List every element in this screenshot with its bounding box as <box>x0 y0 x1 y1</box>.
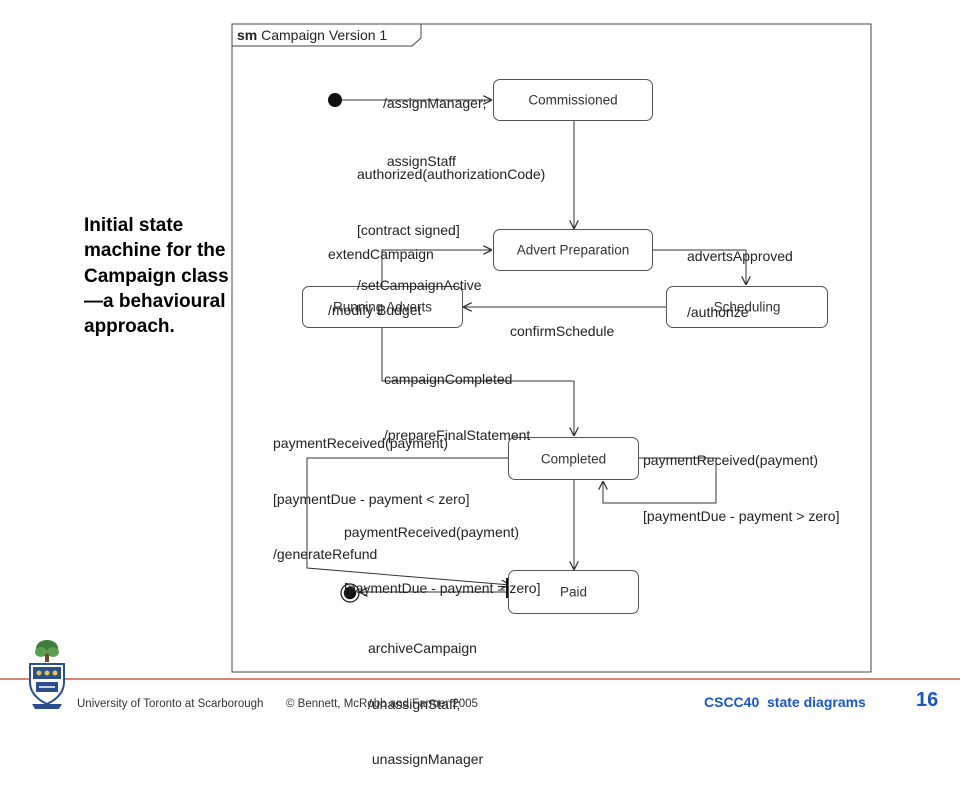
state-running-adverts[interactable]: Running Adverts <box>302 286 463 328</box>
transition-campaign-completed <box>381 328 574 436</box>
frame-border <box>231 23 872 673</box>
label-exact: paymentReceived(payment) [paymentDue - p… <box>344 486 541 616</box>
label-initial: /assignManager; assignStaff <box>383 57 487 189</box>
label-line: /prepareFinalStatement <box>384 426 531 443</box>
transition-approved <box>653 249 746 285</box>
state-label: Scheduling <box>713 299 781 315</box>
state-label: Paid <box>559 584 588 600</box>
label-line: /modify Budget <box>328 301 422 318</box>
label-line: advertsApproved <box>687 248 793 264</box>
frame-tab-label: sm Campaign Version 1 <box>237 27 387 43</box>
label-line: [paymentDue - payment < zero] <box>273 490 470 507</box>
frame-tab-outline <box>232 24 422 47</box>
label-line: paymentReceived(payment) <box>643 452 819 468</box>
state-diagram-canvas <box>0 23 960 680</box>
initial-state-icon <box>328 93 342 107</box>
state-label: Advert Preparation <box>516 242 630 258</box>
footer-page-number: 16 <box>916 689 939 711</box>
label-line: archiveCampaign <box>368 640 477 656</box>
state-label: Completed <box>540 451 607 466</box>
state-commissioned[interactable]: Commissioned <box>493 79 653 121</box>
label-line: /assignManager; <box>383 95 487 111</box>
label-line: extendCampaign <box>328 246 434 262</box>
footer-copyright: © Bennett, McRobb and Farmer 2005 <box>286 698 478 710</box>
label-line: /unassignStaff; <box>368 695 461 712</box>
label-line: campaignCompleted <box>384 371 513 387</box>
state-completed[interactable]: Completed <box>508 437 639 480</box>
label-line: /authorize <box>687 303 749 320</box>
label-authorized: authorized(authorizationCode) [contract … <box>357 128 545 313</box>
label-line: unassignManager <box>368 751 484 767</box>
label-line: [paymentDue - payment > zero] <box>643 507 840 524</box>
label-line: [paymentDue - payment = zero] <box>344 579 541 596</box>
label-archive: archiveCampaign /unassignStaff; unassign… <box>368 602 483 787</box>
label-line: /setCampaignActive <box>357 277 482 293</box>
transition-extend <box>381 250 492 286</box>
state-advert-preparation[interactable]: Advert Preparation <box>493 229 653 271</box>
label-line: confirmSchedule <box>510 323 615 339</box>
label-partial: paymentReceived(payment) [paymentDue - p… <box>643 414 840 544</box>
label-line: authorized(authorizationCode) <box>357 166 546 182</box>
label-line: /generateRefund <box>273 546 378 562</box>
transition-refund <box>306 457 510 585</box>
university-crest-icon <box>29 640 65 709</box>
frame-keyword: sm <box>237 27 258 43</box>
label-line: paymentReceived(payment) <box>273 435 449 451</box>
label-confirm: confirmSchedule <box>510 285 614 359</box>
state-label: Running Adverts <box>332 299 433 315</box>
final-state-inner-icon <box>343 586 357 600</box>
transition-partial-payment <box>603 457 717 504</box>
label-refund: paymentReceived(payment) [paymentDue - p… <box>273 397 470 582</box>
label-campaign-completed: campaignCompleted /prepareFinalStatement <box>384 333 530 463</box>
frame-title: Campaign Version 1 <box>261 27 388 43</box>
state-paid[interactable]: Paid <box>508 570 639 614</box>
label-line: paymentReceived(payment) <box>344 524 520 540</box>
label-line: assignStaff <box>383 152 456 169</box>
state-scheduling[interactable]: Scheduling <box>666 286 828 328</box>
label-approved: advertsApproved /authorize <box>687 210 793 340</box>
label-extend: extendCampaign /modify Budget <box>328 208 434 338</box>
state-label: Commissioned <box>528 92 618 108</box>
footer-course: CSCC40 state diagrams <box>704 694 866 710</box>
slide-caption: Initial state machine for the Campaign c… <box>84 215 229 338</box>
label-line: [contract signed] <box>357 221 460 238</box>
footer-university: University of Toronto at Scarborough <box>77 698 264 710</box>
